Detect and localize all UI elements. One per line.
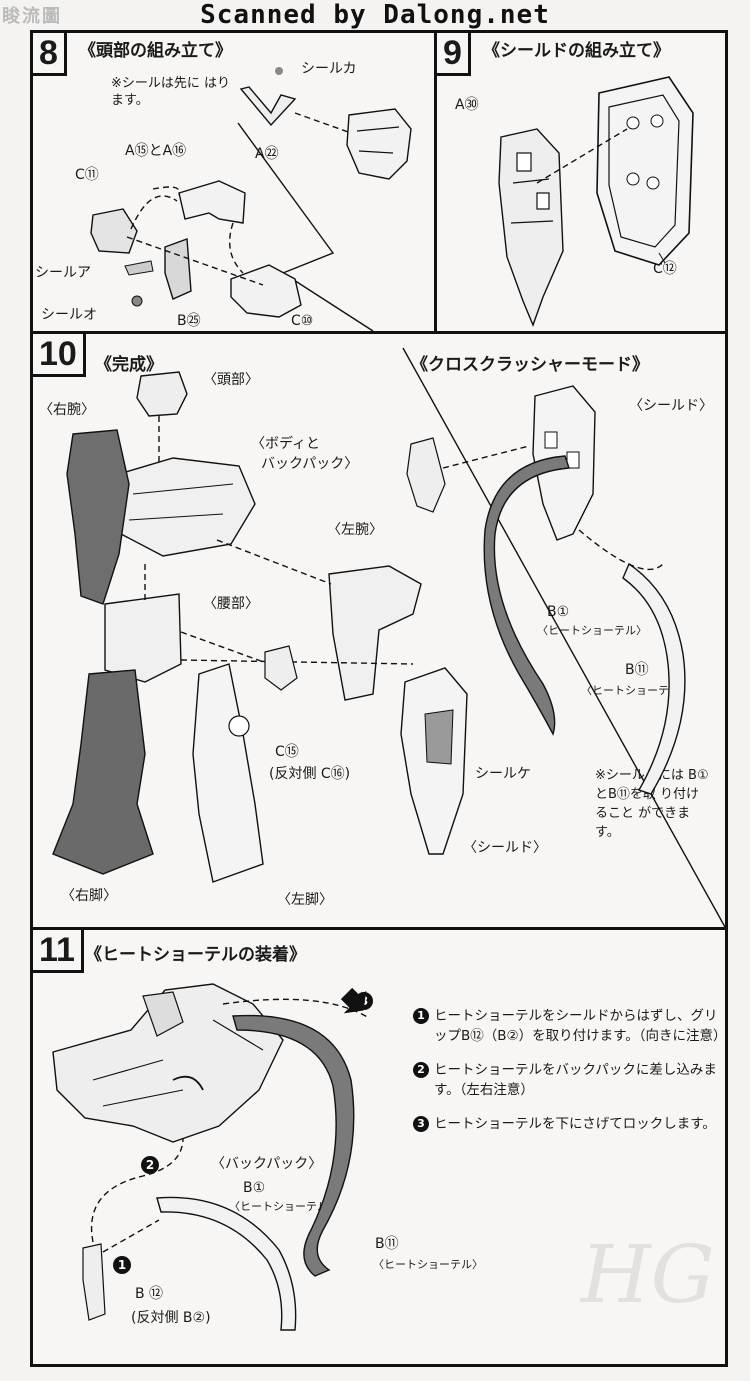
step11-title: 《ヒートショーテルの装着》	[85, 945, 306, 965]
label-c15: C⑮	[275, 744, 299, 760]
label-left-leg: 〈左脚〉	[277, 892, 333, 908]
label-step11-b11-sub: 〈ヒートショーテル〉	[373, 1258, 483, 1271]
cross-crusher-title: 《クロスクラッシャーモード》	[411, 355, 649, 375]
scan-watermark: Scanned by Dalong.net	[200, 0, 550, 30]
step8-panel: 8 《頭部の組み立て》 ※シールは先に はります。 シールカ A㉒ A⑮とA⑯ …	[30, 30, 437, 334]
label-shield: 〈シールド〉	[463, 840, 547, 856]
label-cross-b11: B⑪	[625, 662, 649, 678]
instruction-2-text: ヒートショーテルをバックパックに差し込みます。（左右注意）	[434, 1062, 717, 1098]
label-waist: 〈腰部〉	[203, 596, 259, 612]
step8-head-parts-drawing	[90, 67, 412, 332]
step9-number: 9	[434, 30, 471, 76]
label-cross-b1-sub: 〈ヒートショーテル〉	[537, 624, 647, 637]
label-cross-b11-sub: 〈ヒートショーテル〉	[581, 684, 691, 697]
instruction-1: 1 ヒートショーテルをシールドからはずし、グリップB⑫（B②）を取り付けます。（…	[413, 1006, 728, 1046]
step11-panel: 11 《ヒートショーテルの装着》 〈バックパック〉 B① 〈ヒートショーテル〉 …	[30, 927, 728, 1367]
step8-title: 《頭部の組み立て》	[79, 41, 232, 61]
label-body-backpack-2: バックパック〉	[261, 456, 359, 472]
label-right-arm: 〈右腕〉	[39, 402, 95, 418]
label-body-backpack-1: 〈ボディと	[251, 436, 321, 452]
instruction-2: 2 ヒートショーテルをバックパックに差し込みます。（左右注意）	[413, 1060, 728, 1100]
marker-2: 2	[141, 1156, 159, 1174]
label-seal-o: シールオ	[41, 307, 97, 323]
label-b25: B㉕	[177, 313, 201, 329]
step8-note: ※シールは先に はります。	[111, 76, 231, 108]
label-seal-a: シールア	[35, 265, 91, 281]
label-b12: B ⑫	[135, 1286, 164, 1302]
step9-title: 《シールドの組み立て》	[483, 41, 670, 61]
label-c16: (反対側 C⑯)	[269, 766, 351, 782]
cross-note: ※シールドには B①とB⑪を取 り付けること ができます。	[595, 768, 709, 840]
label-right-leg: 〈右脚〉	[61, 888, 117, 904]
instruction-2-number: 2	[413, 1062, 429, 1078]
step10-title: 《完成》	[95, 355, 163, 375]
instruction-3: 3 ヒートショーテルを下にさげてロックします。	[413, 1114, 728, 1134]
instruction-3-number: 3	[413, 1116, 429, 1132]
step9-shield-drawing	[498, 76, 694, 327]
instruction-1-text: ヒートショーテルをシールドからはずし、グリップB⑫（B②）を取り付けます。（向き…	[434, 1008, 727, 1044]
label-a30: A㉚	[455, 97, 479, 113]
instruction-3-text: ヒートショーテルを下にさげてロックします。	[434, 1116, 716, 1132]
step11-number: 11	[30, 927, 84, 973]
step10-number: 10	[30, 331, 86, 377]
step8-number: 8	[30, 30, 67, 76]
label-seal-ka: シールカ	[301, 61, 357, 77]
instruction-1-number: 1	[413, 1008, 429, 1024]
label-step11-b11: B⑪	[375, 1236, 399, 1252]
marker-1: 1	[113, 1256, 131, 1274]
label-c10: C⑩	[291, 313, 314, 329]
label-step11-b1-sub: 〈ヒートショーテル〉	[229, 1200, 339, 1213]
label-a22: A㉒	[255, 146, 279, 162]
label-left-arm: 〈左腕〉	[327, 522, 383, 538]
label-backpack: 〈バックパック〉	[211, 1156, 323, 1172]
label-head: 〈頭部〉	[203, 372, 259, 388]
step11-mounting-drawing	[52, 983, 370, 1331]
label-cross-shield: 〈シールド〉	[629, 398, 713, 414]
corner-logo: 睃流圖	[2, 6, 62, 27]
step11-instructions: 1 ヒートショーテルをシールドからはずし、グリップB⑫（B②）を取り付けます。（…	[413, 1006, 728, 1148]
label-b2: (反対側 B②)	[131, 1310, 211, 1326]
step9-panel: 9 《シールドの組み立て》 A㉚ C⑫	[434, 30, 728, 334]
label-step11-b1: B①	[243, 1180, 266, 1196]
label-seal-ke: シールケ	[475, 766, 531, 782]
step10-complete-drawing	[52, 347, 726, 928]
step10-panel: 10 《完成》 〈頭部〉 〈右腕〉 〈ボディと バックパック〉 〈左腕〉 〈腰部…	[30, 331, 728, 930]
hg-background-logo: HG	[581, 1228, 715, 1321]
label-c11: C⑪	[75, 167, 99, 183]
label-a15-a16: A⑮とA⑯	[125, 143, 187, 159]
